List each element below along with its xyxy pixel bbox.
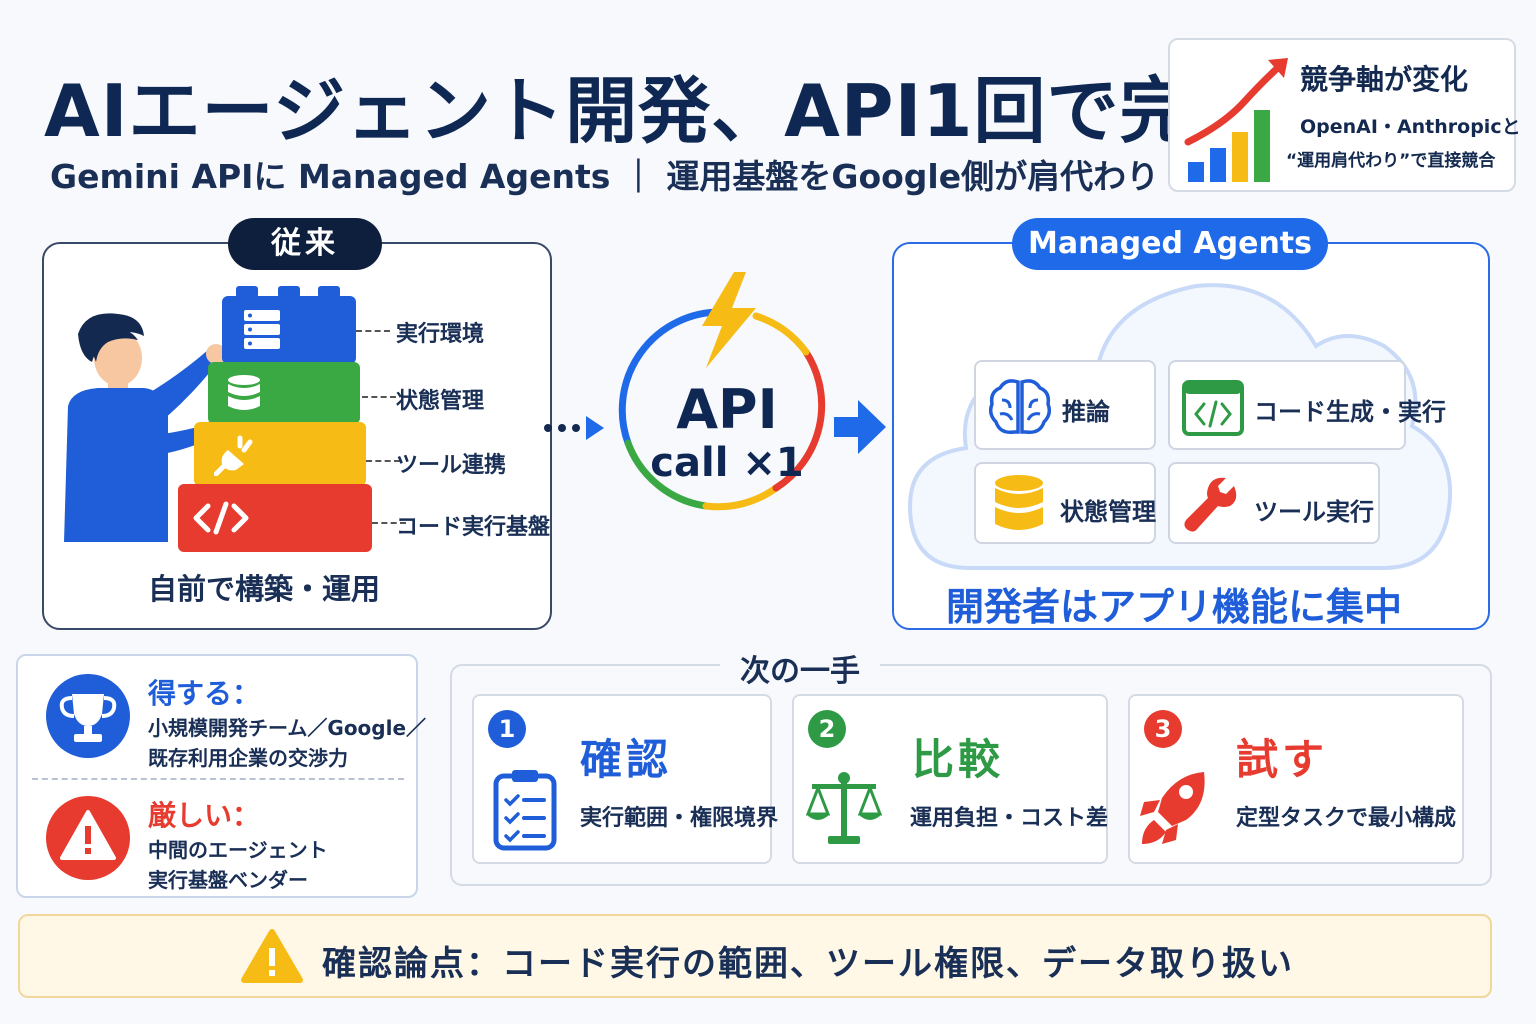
func-card-tools: ツール実行 bbox=[1168, 462, 1380, 544]
competition-line-2: “運用肩代わり”で直接競合 bbox=[1286, 151, 1496, 171]
lightning-icon bbox=[702, 272, 756, 368]
gain-loss-box: 得する： 小規模開発チーム／Google／ 既存利用企業の交渉力 厳しい： 中間… bbox=[16, 654, 426, 898]
step-number-2: 2 bbox=[808, 710, 846, 748]
self-build-label: 自前で構築・運用 bbox=[148, 572, 381, 606]
dotted-arrow-icon bbox=[544, 416, 604, 440]
func-label-tools: ツール実行 bbox=[1254, 498, 1374, 526]
api-circle bbox=[618, 272, 826, 511]
loss-title: 厳しい： bbox=[148, 799, 261, 832]
divider bbox=[32, 778, 404, 780]
code-window-icon bbox=[1182, 380, 1244, 436]
step-compare: 2 比較 運用負担・コスト差 bbox=[792, 694, 1108, 864]
plug-icon bbox=[214, 435, 253, 476]
wrench-icon bbox=[1184, 477, 1237, 532]
check-points-bar: 確認論点：コード実行の範囲、ツール権限、データ取り扱い bbox=[18, 914, 1492, 998]
focus-label: 開発者はアプリ機能に集中 bbox=[946, 585, 1403, 629]
gain-title: 得する： bbox=[148, 677, 261, 710]
step-sub-check: 実行範囲・権限境界 bbox=[580, 806, 779, 831]
step-check: 1 確認 実行範囲・権限境界 bbox=[472, 694, 778, 864]
func-label-codegen: コード生成・実行 bbox=[1254, 398, 1446, 426]
rocket-icon bbox=[1140, 772, 1205, 844]
step-number-3: 3 bbox=[1144, 710, 1182, 748]
api-call-count: call ×1 bbox=[650, 440, 804, 486]
server-icon bbox=[244, 310, 280, 349]
step-sub-try: 定型タスクで最小構成 bbox=[1236, 806, 1457, 831]
check-points-text: 確認論点：コード実行の範囲、ツール権限、データ取り扱い bbox=[322, 944, 1294, 984]
next-steps-title: 次の一手 bbox=[720, 646, 880, 690]
warning-icon bbox=[241, 929, 303, 983]
loss-text-1: 中間のエージェント bbox=[148, 838, 328, 862]
database-icon bbox=[228, 375, 260, 410]
layer-code bbox=[178, 484, 372, 552]
arrow-right-icon bbox=[834, 400, 886, 454]
func-label-inference: 推論 bbox=[1062, 398, 1110, 426]
func-label-state: 状態管理 bbox=[1060, 498, 1156, 526]
step-title-check: 確認 bbox=[580, 735, 673, 784]
func-card-state: 状態管理 bbox=[974, 462, 1156, 544]
managed-badge: Managed Agents bbox=[1012, 218, 1328, 270]
step-sub-compare: 運用負担・コスト差 bbox=[910, 806, 1109, 831]
layer-label-tools: ツール連携 bbox=[396, 453, 507, 478]
clipboard-icon bbox=[493, 770, 557, 851]
layer-tools bbox=[194, 422, 366, 486]
trophy-icon bbox=[46, 674, 130, 758]
code-icon bbox=[193, 501, 249, 535]
layer-state bbox=[208, 362, 360, 424]
loss-text-2: 実行基盤ベンダー bbox=[148, 868, 308, 892]
brain-icon bbox=[988, 379, 1052, 435]
api-label: API bbox=[676, 378, 778, 441]
competition-line-1: OpenAI・Anthropicと bbox=[1300, 116, 1521, 138]
gain-text-2: 既存利用企業の交渉力 bbox=[148, 746, 348, 770]
alert-icon bbox=[46, 796, 130, 880]
step-title-try: 試す bbox=[1236, 735, 1329, 784]
step-try: 3 試す 定型タスクで最小構成 bbox=[1128, 694, 1464, 864]
database-icon bbox=[995, 475, 1043, 530]
page-title: AIエージェント開発、API1回で完結 bbox=[44, 69, 1266, 153]
competition-box: 競争軸が変化 OpenAI・Anthropicと “運用肩代わり”で直接競合 bbox=[1168, 38, 1521, 192]
traditional-badge: 従来 bbox=[228, 218, 382, 270]
competition-title: 競争軸が変化 bbox=[1300, 63, 1469, 96]
gain-text-1: 小規模開発チーム／Google／ bbox=[148, 716, 427, 740]
trend-chart-icon bbox=[1184, 58, 1288, 182]
step-number-1: 1 bbox=[488, 710, 526, 748]
layer-label-state: 状態管理 bbox=[396, 389, 485, 414]
page-subtitle: Gemini APIに Managed Agents ｜ 運用基盤をGoogle… bbox=[50, 157, 1160, 196]
next-steps-box bbox=[450, 664, 1492, 886]
layer-runtime bbox=[222, 286, 356, 364]
func-card-codegen: コード生成・実行 bbox=[1168, 360, 1446, 450]
layer-label-runtime: 実行環境 bbox=[396, 322, 485, 347]
layer-label-code: コード実行基盤 bbox=[396, 515, 551, 540]
func-card-inference: 推論 bbox=[974, 360, 1156, 450]
scale-icon bbox=[805, 772, 883, 844]
step-title-compare: 比較 bbox=[912, 735, 1005, 784]
